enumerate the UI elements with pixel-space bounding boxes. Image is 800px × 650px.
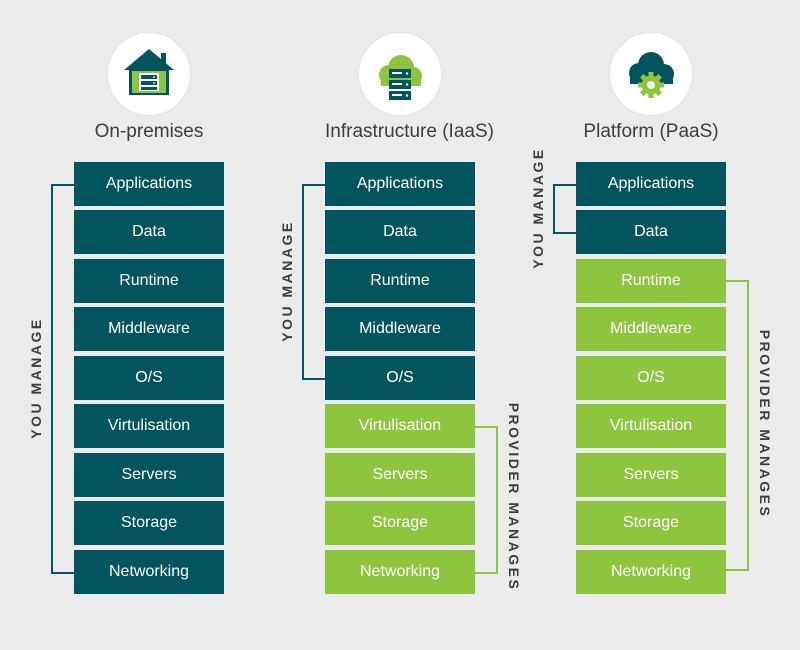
provider-manages-bracket	[475, 426, 498, 574]
column-on-premises: On-premises Applications Data Runtime Mi…	[74, 0, 324, 650]
you-manage-label: YOU MANAGE	[28, 317, 44, 439]
layer-applications: Applications	[325, 162, 475, 206]
layer-virtulisation: Virtulisation	[74, 404, 224, 448]
layer-os: O/S	[74, 356, 224, 400]
layer-servers: Servers	[576, 453, 726, 497]
layer-applications: Applications	[576, 162, 726, 206]
column-title: Infrastructure (IaaS)	[325, 121, 494, 142]
layer-data: Data	[74, 210, 224, 254]
layer-storage: Storage	[325, 501, 475, 545]
layer-middleware: Middleware	[576, 307, 726, 351]
layer-networking: Networking	[74, 550, 224, 594]
you-manage-bracket	[51, 184, 74, 574]
you-manage-bracket	[302, 184, 325, 380]
column-title: Platform (PaaS)	[583, 121, 719, 142]
column-iaas: Infrastructure (IaaS) Applications Data …	[325, 0, 575, 650]
layer-servers: Servers	[74, 453, 224, 497]
cloud-server-icon	[359, 33, 441, 115]
column-paas: Platform (PaaS) Applications Data Runtim…	[576, 0, 800, 650]
layer-data: Data	[576, 210, 726, 254]
layer-os: O/S	[576, 356, 726, 400]
layer-networking: Networking	[576, 550, 726, 594]
cloud-gear-icon	[610, 33, 692, 115]
you-manage-label: YOU MANAGE	[279, 220, 295, 342]
layer-runtime: Runtime	[325, 259, 475, 303]
layer-runtime: Runtime	[74, 259, 224, 303]
layer-virtulisation: Virtulisation	[576, 404, 726, 448]
layer-data: Data	[325, 210, 475, 254]
provider-manages-label: PROVIDER MANAGES	[506, 402, 522, 592]
layer-middleware: Middleware	[74, 307, 224, 351]
provider-manages-bracket	[726, 280, 749, 571]
layer-applications: Applications	[74, 162, 224, 206]
layer-runtime: Runtime	[576, 259, 726, 303]
layer-storage: Storage	[576, 501, 726, 545]
you-manage-label: YOU MANAGE	[530, 147, 546, 269]
layer-servers: Servers	[325, 453, 475, 497]
house-server-icon	[108, 33, 190, 115]
layer-virtulisation: Virtulisation	[325, 404, 475, 448]
layer-middleware: Middleware	[325, 307, 475, 351]
provider-manages-label: PROVIDER MANAGES	[757, 329, 773, 519]
column-title: On-premises	[94, 121, 204, 142]
you-manage-bracket	[553, 184, 576, 234]
layer-storage: Storage	[74, 501, 224, 545]
layer-os: O/S	[325, 356, 475, 400]
layer-networking: Networking	[325, 550, 475, 594]
